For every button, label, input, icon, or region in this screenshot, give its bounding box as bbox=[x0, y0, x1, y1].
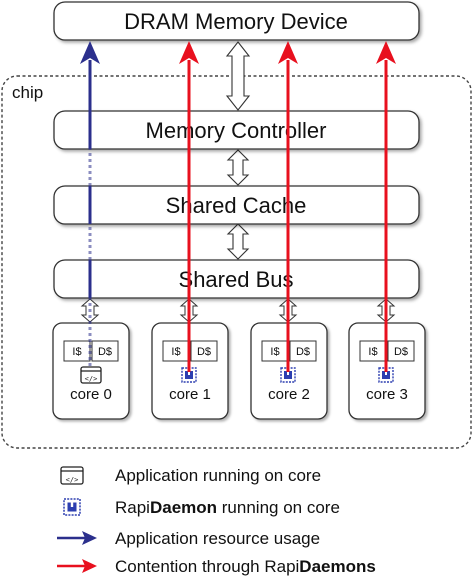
memory-controller-label: Memory Controller bbox=[146, 118, 327, 143]
shared-bus-label: Shared Bus bbox=[179, 267, 294, 292]
code-window-icon: </> bbox=[80, 366, 102, 384]
legend-daemon-core-text: RapiDaemon running on core bbox=[115, 498, 340, 517]
svg-text:</>: </> bbox=[85, 375, 98, 383]
legend: </> Application running on core RapiDaem… bbox=[57, 466, 376, 576]
core-3-dcache: D$ bbox=[394, 346, 408, 358]
legend-contention-bold: Daemons bbox=[299, 557, 376, 576]
legend-app-usage-text: Application resource usage bbox=[115, 529, 320, 548]
chip-label: chip bbox=[12, 83, 43, 102]
double-arrow-controller-cache bbox=[226, 149, 250, 186]
chip-boundary: chip bbox=[1, 75, 472, 449]
double-arrow-device-controller bbox=[225, 41, 251, 111]
core-0: I$ D$ </> core 0 bbox=[52, 322, 130, 420]
core-2-label: core 2 bbox=[268, 386, 310, 403]
dram-device-label: DRAM Memory Device bbox=[124, 9, 348, 34]
core-0-dcache: D$ bbox=[98, 346, 112, 358]
code-window-icon: </> bbox=[60, 466, 84, 485]
contention-arrow-core-3 bbox=[376, 41, 396, 372]
legend-daemon-bold: Daemon bbox=[150, 498, 217, 517]
core-3-label: core 3 bbox=[366, 386, 408, 403]
legend-daemon-post: running on core bbox=[217, 498, 340, 517]
legend-daemon-core: RapiDaemon running on core bbox=[63, 498, 340, 517]
core-2-icache: I$ bbox=[270, 346, 279, 358]
shared-cache: Shared Cache bbox=[53, 185, 420, 225]
core-1-label: core 1 bbox=[169, 386, 211, 403]
legend-contention-text: Contention through RapiDaemons bbox=[115, 557, 376, 576]
legend-app-core: </> Application running on core bbox=[60, 466, 321, 485]
legend-contention: Contention through RapiDaemons bbox=[57, 557, 376, 576]
blue-arrow-icon bbox=[57, 531, 97, 545]
svg-text:</>: </> bbox=[66, 476, 79, 484]
chip-icon bbox=[63, 498, 81, 516]
core-0-icache: I$ bbox=[72, 346, 81, 358]
legend-app-usage: Application resource usage bbox=[57, 529, 320, 548]
contention-arrow-core-1 bbox=[179, 41, 199, 372]
core-1-dcache: D$ bbox=[197, 346, 211, 358]
core-3-icache: I$ bbox=[368, 346, 377, 358]
core-2-dcache: D$ bbox=[296, 346, 310, 358]
red-arrow-icon bbox=[57, 559, 97, 573]
shared-cache-label: Shared Cache bbox=[166, 193, 307, 218]
core-1-icache: I$ bbox=[171, 346, 180, 358]
core-bus-arrows bbox=[80, 298, 396, 323]
memory-controller: Memory Controller bbox=[53, 110, 420, 150]
legend-daemon-pre: Rapi bbox=[115, 498, 150, 517]
core-0-label: core 0 bbox=[70, 386, 112, 403]
application-usage-arrow bbox=[80, 41, 100, 366]
legend-contention-pre: Contention through Rapi bbox=[115, 557, 299, 576]
legend-app-core-text: Application running on core bbox=[115, 466, 321, 485]
shared-bus: Shared Bus bbox=[53, 259, 420, 299]
contention-arrow-core-2 bbox=[278, 41, 298, 372]
double-arrow-cache-bus bbox=[226, 223, 250, 260]
dram-device: DRAM Memory Device bbox=[53, 1, 420, 41]
